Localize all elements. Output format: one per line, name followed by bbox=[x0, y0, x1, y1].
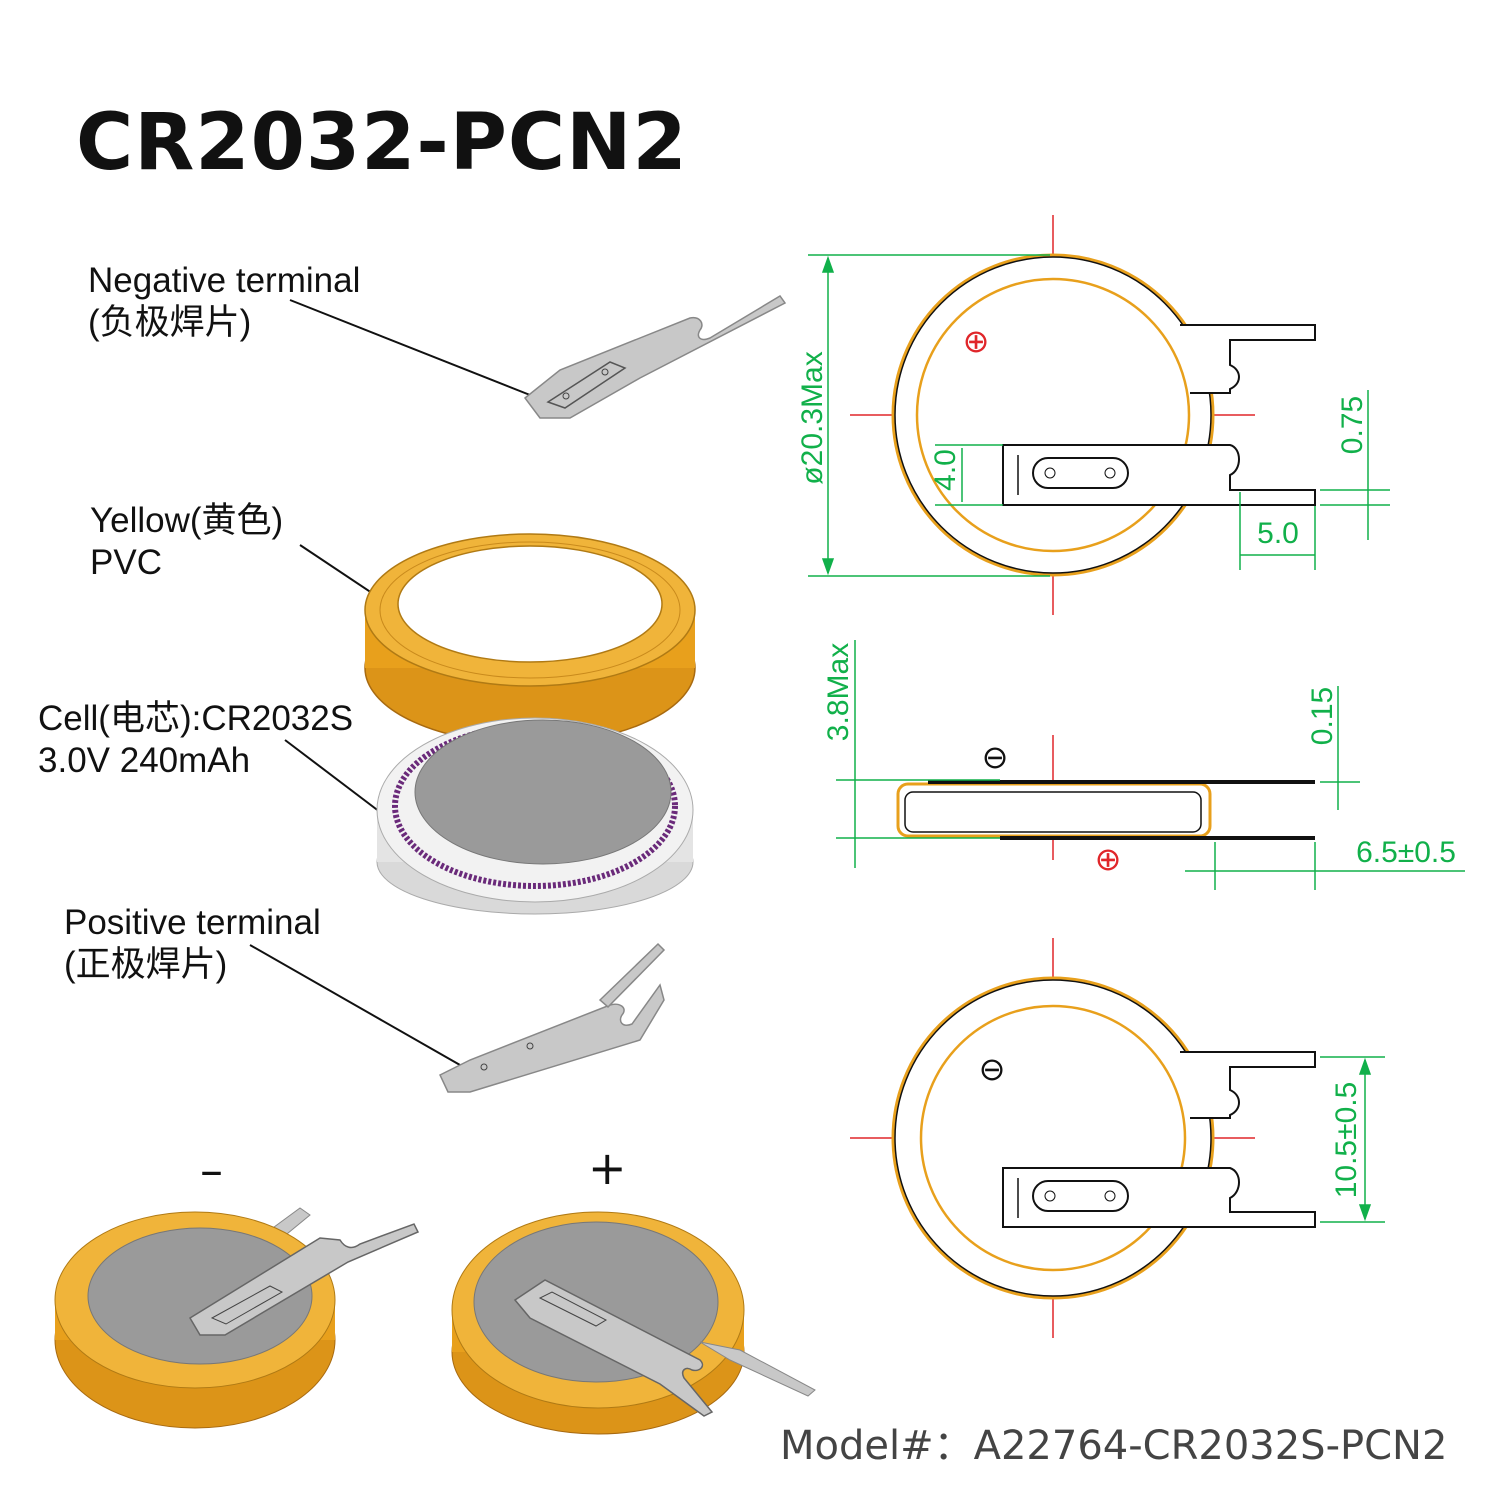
pin-offset-dimension: 4.0 bbox=[929, 449, 962, 491]
pvc-ring-label-material: PVC bbox=[90, 543, 162, 582]
pvc-ring-part bbox=[364, 533, 696, 745]
positive-terminal-label: Positive terminal (正极焊片) bbox=[64, 902, 321, 986]
cell-leader bbox=[284, 739, 381, 813]
model-number: Model#：A22764-CR2032S-PCN2 bbox=[780, 1423, 1448, 1469]
pin-thickness-dimension: 0.75 bbox=[1336, 396, 1369, 454]
pin-length-dimension: 5.0 bbox=[1257, 517, 1299, 550]
cell-top-face bbox=[414, 719, 672, 865]
negative-terminal-slot bbox=[546, 361, 627, 409]
cell-inner-circle bbox=[915, 277, 1191, 553]
negative-terminal-label-cn: (负极焊片) bbox=[88, 303, 252, 342]
positive-terminal-label-cn: (正极焊片) bbox=[64, 945, 228, 984]
weld-point bbox=[526, 1042, 534, 1050]
negative-terminal-leader bbox=[289, 299, 531, 396]
page-title: CR2032-PCN2 bbox=[76, 98, 688, 188]
negative-terminal-part bbox=[523, 295, 787, 419]
negative-mark-bottom: ⊖ bbox=[979, 1051, 1006, 1087]
pvc-ring-label: Yellow(黄色) PVC bbox=[90, 500, 283, 584]
lead-length-dimension: 6.5±0.5 bbox=[1356, 836, 1456, 869]
top-view: ⊕ ø20.3Max 4.0 5.0 0.75 bbox=[796, 215, 1390, 615]
cell-part bbox=[376, 717, 694, 915]
positive-symbol: + bbox=[588, 1141, 627, 1195]
pvc-ring-opening bbox=[397, 545, 663, 663]
negative-mark: ⊖ bbox=[982, 739, 1009, 775]
pin-spacing-dimension: 10.5±0.5 bbox=[1330, 1082, 1363, 1199]
positive-terminal-leader bbox=[249, 944, 461, 1066]
weld-point bbox=[601, 368, 609, 376]
weld-point bbox=[562, 392, 570, 400]
assembled-view-negative: – bbox=[54, 1143, 420, 1429]
diameter-dimension: ø20.3Max bbox=[796, 351, 829, 484]
cell-label: Cell(电芯):CR2032S 3.0V 240mAh bbox=[38, 698, 353, 782]
negative-terminal-label: Negative terminal (负极焊片) bbox=[88, 260, 360, 344]
negative-symbol: – bbox=[200, 1143, 223, 1197]
tab-thickness-dimension: 0.15 bbox=[1306, 687, 1339, 745]
pvc-ring-label-color: Yellow(黄色) bbox=[90, 501, 284, 540]
bottom-view: ⊖ 10.5±0.5 bbox=[850, 938, 1385, 1338]
cell-label-model: Cell(电芯):CR2032S bbox=[38, 699, 354, 738]
cell-label-spec: 3.0V 240mAh bbox=[38, 741, 251, 780]
positive-mark: ⊕ bbox=[963, 323, 990, 359]
height-dimension: 3.8Max bbox=[822, 643, 855, 741]
side-view: ⊖ ⊕ 3.8Max 0.15 6.5±0.5 bbox=[822, 640, 1465, 890]
positive-terminal-part bbox=[439, 942, 666, 1093]
assembled-view-positive: + bbox=[451, 1141, 816, 1435]
positive-terminal-label-en: Positive terminal bbox=[64, 903, 321, 942]
negative-terminal-label-en: Negative terminal bbox=[88, 261, 361, 300]
positive-mark-side: ⊕ bbox=[1095, 841, 1122, 877]
weld-point bbox=[480, 1063, 488, 1071]
